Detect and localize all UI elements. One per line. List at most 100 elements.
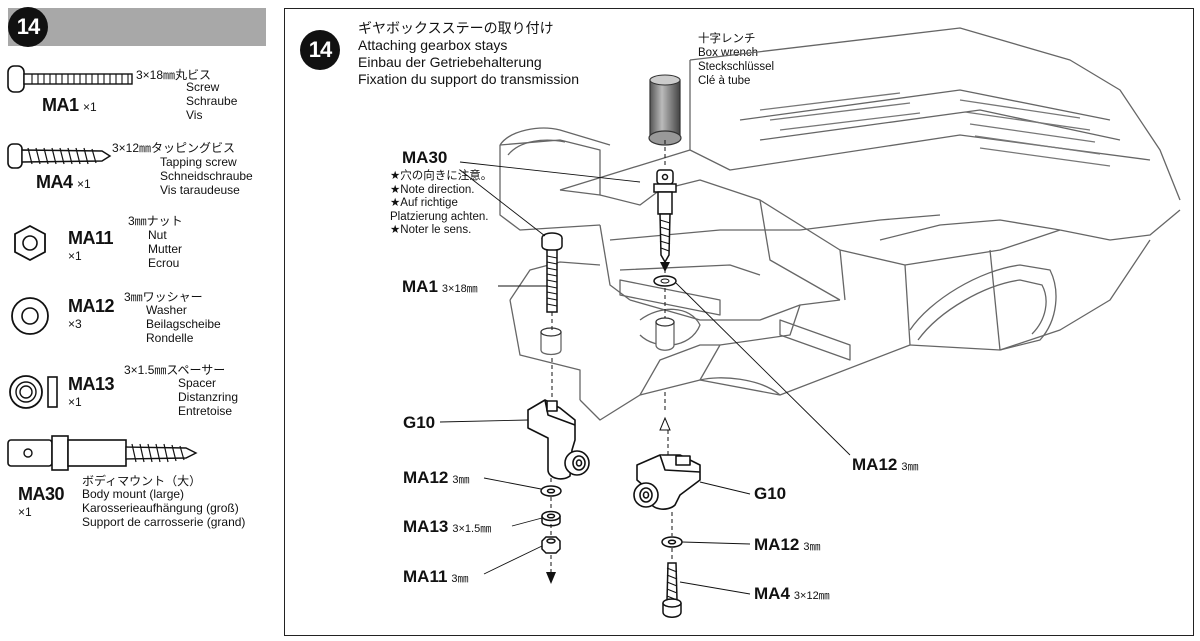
part-qty: ×1 xyxy=(82,100,97,114)
part-code: MA11 xyxy=(68,228,114,248)
desc-line: Mutter xyxy=(148,242,183,256)
tool-label: 十字レンチ Box wrench Steckschlüssel Clé à tu… xyxy=(698,32,774,88)
ma1-screw-part xyxy=(541,232,563,313)
part-ma4-label: MA4 ×1 xyxy=(36,172,91,193)
note-line: ★Noter le sens. xyxy=(390,224,472,236)
g10-left-stay-part xyxy=(527,399,590,480)
callout-size: 3㎜ xyxy=(451,573,469,585)
callout-code: MA12 xyxy=(852,455,898,474)
desc-line: Distanzring xyxy=(178,390,239,404)
part-ma12-label: MA12 ×3 xyxy=(68,296,115,331)
desc-line: Body mount (large) xyxy=(82,487,185,501)
tool-jp: 十字レンチ xyxy=(698,33,756,45)
callout-ma30: MA30 xyxy=(402,148,448,167)
note-line: ★Auf richtige xyxy=(390,197,458,209)
step-title: ギヤボックスステーの取り付け Attaching gearbox stays E… xyxy=(358,20,579,88)
desc-line: Washer xyxy=(146,303,187,317)
desc-line: Vis taraudeuse xyxy=(160,183,240,197)
callout-code: MA12 xyxy=(403,468,449,487)
part-ma11-label: MA11 ×1 xyxy=(68,228,114,263)
part-ma4-desc: Tapping screw Schneidschraube Vis taraud… xyxy=(160,155,253,197)
body-mount-ma30-icon xyxy=(7,435,198,471)
title-jp: ギヤボックスステーの取り付け xyxy=(358,20,554,36)
chassis-post-top xyxy=(655,317,675,327)
title-de: Einbau der Getriebehalterung xyxy=(358,54,542,70)
parts-header-bar xyxy=(8,8,266,46)
part-ma30-desc: Body mount (large) Karosserieaufhängung … xyxy=(82,487,245,529)
note-line: ★穴の向きに注意。 xyxy=(390,170,493,182)
callout-size: 3㎜ xyxy=(901,461,919,473)
chassis-post-left xyxy=(540,332,562,356)
desc-line: Vis xyxy=(186,108,203,122)
ma30-direction-note: ★穴の向きに注意。 ★Note direction. ★Auf richtige… xyxy=(390,170,492,238)
washer-top-hole xyxy=(660,278,670,284)
callout-size: 3×12㎜ xyxy=(793,590,830,602)
part-ma1-jp: 3×18㎜丸ビス xyxy=(136,68,212,82)
callout-size: 3×1.5㎜ xyxy=(452,523,492,535)
callout-g10-right: G10 xyxy=(754,484,786,504)
callout-code: MA13 xyxy=(403,517,449,536)
part-code: MA4 xyxy=(36,172,73,192)
callout-leader-lines xyxy=(439,161,851,595)
part-qty: ×1 xyxy=(18,505,32,519)
callout-size: 3×18㎜ xyxy=(441,283,478,295)
part-code: MA30 xyxy=(18,484,65,504)
chassis-slot-details xyxy=(759,92,1111,167)
callout-code: MA12 xyxy=(754,535,800,554)
part-ma4-jp: 3×12㎜タッピングビス xyxy=(112,141,236,155)
part-ma11-jp: 3㎜ナット xyxy=(128,214,183,228)
part-code: MA12 xyxy=(68,296,115,316)
desc-line: Rondelle xyxy=(146,331,194,345)
part-qty: ×3 xyxy=(68,317,82,331)
desc-line: Tapping screw xyxy=(160,155,237,169)
part-ma11-desc: Nut Mutter Ecrou xyxy=(148,228,182,270)
part-qty: ×1 xyxy=(76,177,91,191)
desc-line: Nut xyxy=(148,228,167,242)
note-line: Platzierung achten. xyxy=(390,210,489,223)
left-stack-parts xyxy=(540,485,562,554)
callout-g10-left: G10 xyxy=(403,413,435,433)
screw-ma1-icon xyxy=(7,65,133,93)
tool-de: Steckschlüssel xyxy=(698,61,775,73)
tool-en: Box wrench xyxy=(698,47,759,59)
title-fr: Fixation du support do transmission xyxy=(358,71,579,87)
spacer-ma13-icon xyxy=(9,375,58,409)
assembly-guide-lines xyxy=(550,140,673,572)
part-qty: ×1 xyxy=(68,249,82,263)
step-number-badge: 14 xyxy=(8,7,48,47)
callout-size: 3㎜ xyxy=(452,474,470,486)
part-ma30-label: MA30 ×1 xyxy=(18,484,65,519)
note-line: ★Note direction. xyxy=(390,183,475,196)
g10-right-stay-part xyxy=(633,454,701,510)
box-wrench-icon xyxy=(648,74,682,146)
part-ma13-label: MA13 ×1 xyxy=(68,374,115,409)
ma30-body-mount-part xyxy=(653,169,677,264)
washer-ma12-icon xyxy=(11,297,49,335)
nut-ma11-icon xyxy=(14,224,46,262)
callout-code: G10 xyxy=(403,413,436,432)
assembly-panel xyxy=(284,8,1194,636)
callout-code: MA11 xyxy=(403,567,448,586)
chassis-post xyxy=(655,322,675,351)
chassis-post-left-top xyxy=(540,327,562,337)
gearbox-chassis-outline xyxy=(499,27,1181,421)
part-ma30-jp: ボディマウント（大） xyxy=(82,474,202,488)
callout-size: 3㎜ xyxy=(803,541,821,553)
part-qty: ×1 xyxy=(68,395,82,409)
part-ma1-label: MA1 ×1 xyxy=(42,95,97,116)
part-ma13-desc: Spacer Distanzring Entretoise xyxy=(178,376,238,418)
desc-line: Schneidschraube xyxy=(160,169,253,183)
part-ma13-jp: 3×1.5㎜スペーサー xyxy=(124,363,226,377)
desc-line: Entretoise xyxy=(178,404,233,418)
part-code: MA1 xyxy=(42,95,79,115)
up-arrow-icon xyxy=(659,416,671,431)
title-en: Attaching gearbox stays xyxy=(358,37,508,53)
desc-line: Beilagscheibe xyxy=(146,317,221,331)
desc-line: Schraube xyxy=(186,94,238,108)
